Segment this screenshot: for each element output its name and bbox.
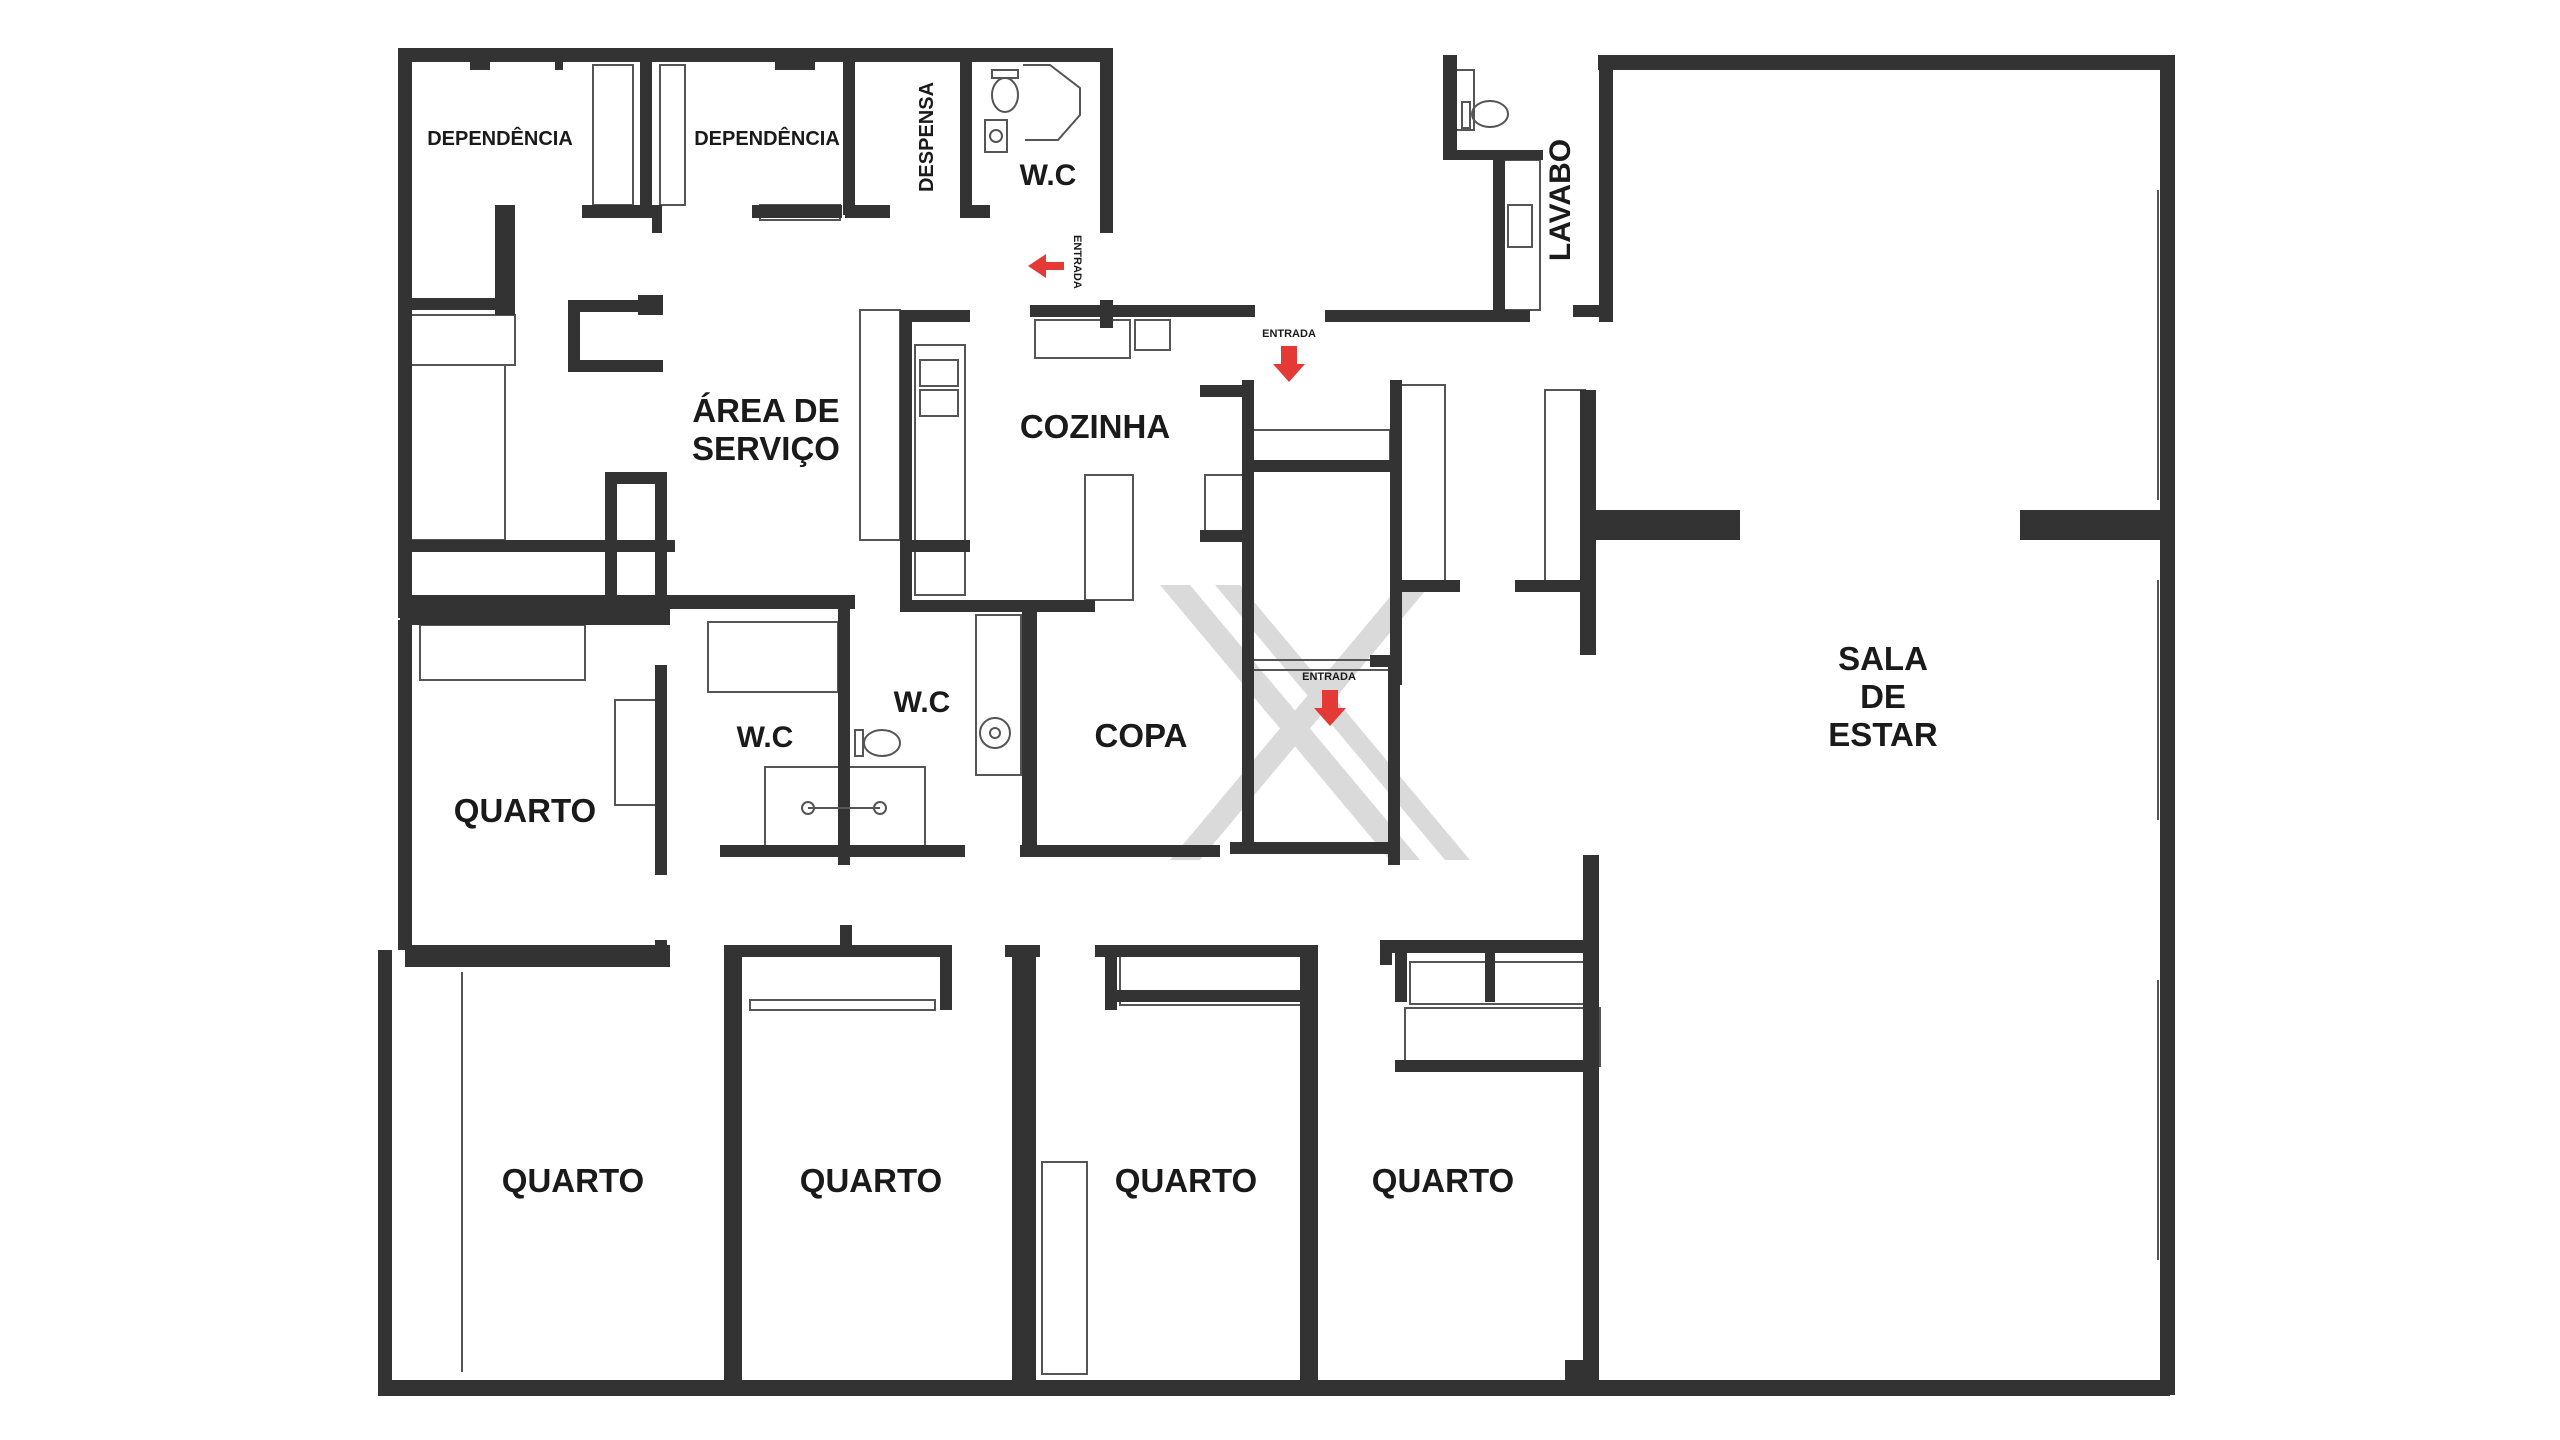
sink-icon [984,119,1008,153]
toilet-icon [1461,100,1509,129]
room-label-lavabo: LAVABO [1544,139,1577,261]
room-label-quarto-1: QUARTO [502,1162,644,1199]
room-label-wc-top: W.C [1020,159,1077,192]
walls [378,48,2175,1396]
room-label-sala-3: ESTAR [1828,716,1938,753]
entrance-service: ENTRADA [1028,235,1083,289]
entrance-arrow-icon [1273,346,1305,382]
room-label-quarto-mid: QUARTO [454,792,596,829]
entrance-arrow-icon [1028,254,1064,278]
room-label-quarto-2: QUARTO [800,1162,942,1199]
room-label-cozinha: COZINHA [1020,408,1170,445]
room-label-sala-2: DE [1860,678,1906,715]
sink-icon [979,717,1011,749]
entrance-arrow-icon [1314,690,1346,726]
room-label-wc-mid-right: W.C [894,686,951,719]
room-labels: DEPENDÊNCIA DEPENDÊNCIA DESPENSA W.C LAV… [427,82,1938,1199]
sink-icon [1507,204,1533,248]
room-label-dependencia-1: DEPENDÊNCIA [427,126,573,150]
room-label-dependencia-2: DEPENDÊNCIA [694,126,840,150]
room-label-area-servico-2: SERVIÇO [692,430,840,467]
room-label-quarto-4: QUARTO [1372,1162,1514,1199]
room-label-quarto-3: QUARTO [1115,1162,1257,1199]
room-label-copa: COPA [1095,717,1188,754]
entrance-main: ENTRADA [1262,328,1316,382]
room-label-wc-mid-left: W.C [737,721,794,754]
entrance-copa: ENTRADA [1302,671,1356,726]
room-label-despensa: DESPENSA [916,82,938,192]
entrance-service-label: ENTRADA [1071,235,1083,289]
fixtures [801,64,1533,815]
room-label-area-servico-1: ÁREA DE [692,392,839,429]
entrance-main-label: ENTRADA [1262,328,1316,340]
entrance-copa-label: ENTRADA [1302,671,1356,683]
toilet-icon [854,729,901,757]
room-label-sala-1: SALA [1838,640,1928,677]
watermark-logo [1160,585,1470,860]
toilet-icon [991,69,1019,113]
